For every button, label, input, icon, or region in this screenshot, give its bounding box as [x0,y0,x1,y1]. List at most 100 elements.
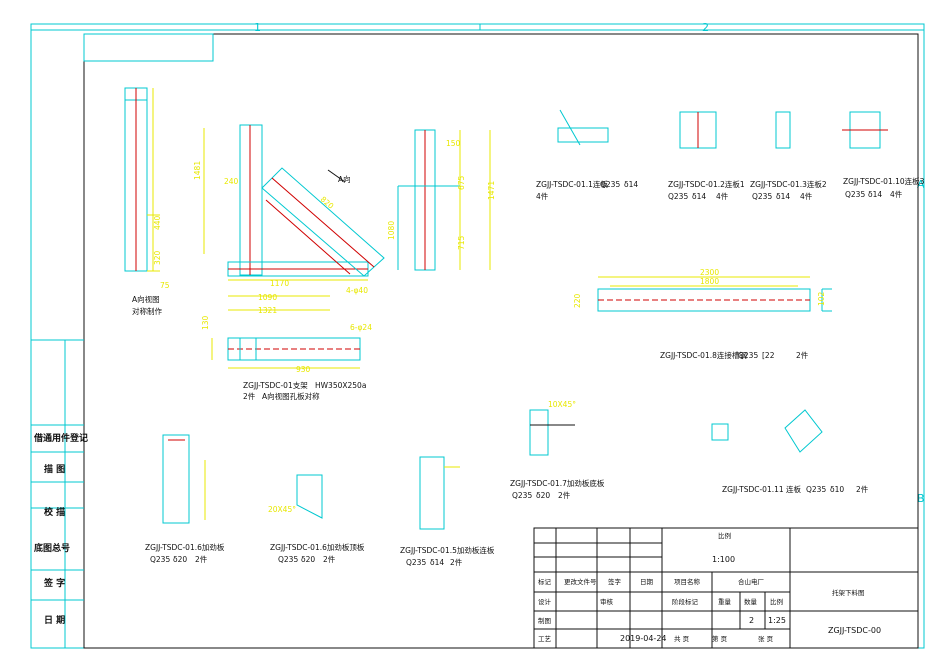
p8-mat: Q235 [738,351,758,360]
p9-mat: Q235 [512,491,532,500]
main-spec: HW350X250a [315,381,366,390]
main-note: A向视图孔板对称 [262,391,320,401]
dim-715: 715 [457,235,466,250]
p1-qty: 4件 [536,191,549,201]
main-label: ZGJJ-TSDC-01支架 [243,380,308,390]
p3-thk: δ14 [776,192,790,201]
tb-r2-7: 数量 [744,597,758,606]
tb-scale-label: 比例 [718,531,731,540]
p4-qty: 4件 [890,189,903,199]
p6-thk: δ20 [173,555,187,564]
p4-name: ZGJJ-TSDC-01.10连板3 [843,176,925,186]
tb-r1-1: 更改文件号 [564,577,597,586]
p7-mat: Q235 [278,555,298,564]
p7-name: ZGJJ-TSDC-01.6加劲板顶板 [270,542,365,552]
dim-1481: 1481 [193,161,202,180]
tb-r4-4: 2019-04-24 [620,634,667,643]
side-label-3: 底图总号 [34,542,70,554]
dim-102: 102 [817,291,826,306]
p6-name: ZGJJ-TSDC-01.6加劲板 [145,542,225,552]
inner-frame [83,33,919,649]
side-label-2: 校 描 [44,506,65,518]
p4-thk: δ14 [868,190,882,199]
view-plate-4: ZGJJ-TSDC-01.10连板3 Q235 δ14 4件 [842,111,925,199]
side-label-0: 借通用件登记 [33,432,88,444]
dim-20x45: 20X45° [268,505,296,514]
grid-row-b: B [917,492,925,505]
p6-qty: 2件 [195,554,208,564]
view-side-elevation: 1080 675 715 1471 150 [387,129,496,271]
tb-r4-6: 第 页 [712,634,728,643]
dim-1321: 1321 [258,306,277,315]
side-label-5: 日 期 [44,614,65,626]
tb-r4-7: 张 页 [758,634,774,643]
tb-r4-0: 工艺 [538,635,552,643]
p1-mat: Q235 [600,180,620,189]
p3-mat: Q235 [752,192,772,201]
tb-drawing-title: 托架下料图 [832,588,865,597]
view-plate-7: 20X45° ZGJJ-TSDC-01.6加劲板顶板 Q235 δ20 2件 [268,474,365,564]
title-block: 比例 1:100 标记 更改文件号 签字 日期 项目名称 合山电厂 设计 审核 … [533,527,919,649]
p1-thk: δ14 [624,180,638,189]
tb-r2-0: 设计 [538,597,552,606]
p4-mat: Q235 [845,190,865,199]
p5-qty: 2件 [450,557,463,567]
dim-10x45: 10X45° [548,400,576,409]
dim-930: 930 [296,365,311,374]
p11-mat: Q235 [806,485,826,494]
dim-675: 675 [457,175,466,190]
grid-col-1: 1 [254,21,261,34]
p7-thk: δ20 [301,555,315,564]
tb-r3-8: 1:25 [768,616,786,625]
tb-r1-0: 标记 [538,577,552,586]
p5-thk: δ14 [430,558,444,567]
dim-820: 820 [319,195,336,211]
p5-name: ZGJJ-TSDC-01.5加劲板连板 [400,545,495,555]
p6-mat: Q235 [150,555,170,564]
tb-r2-4: 阶段标记 [672,597,699,606]
p11-qty: 2件 [856,484,869,494]
side-label-4: 签 字 [43,577,65,589]
dim-130: 130 [201,315,210,330]
tb-r1-3: 日期 [640,578,654,586]
corner-box [83,33,214,62]
view-plate-9: 10X45° ZGJJ-TSDC-01.7加劲板底板 Q235 δ20 2件 [510,400,605,500]
grid-row-a: A [917,178,925,191]
p3-name: ZGJJ-TSDC-01.3连板2 [750,179,827,189]
side-label-1: 描 图 [44,463,65,475]
view-channel: 2300 1800 220 102 ZGJJ-TSDC-01.8连接槽钢 Q23… [573,268,832,360]
p1-name: ZGJJ-TSDC-01.1连板 [536,179,608,189]
tb-r2-6: 重量 [718,598,732,606]
side-panel: 借通用件登记 描 图 校 描 底图总号 签 字 日 期 [31,339,88,648]
p2-name: ZGJJ-TSDC-01.2连板1 [668,179,745,189]
p2-qty: 4件 [716,191,729,201]
dim-2300: 2300 [700,268,719,277]
p11-name: ZGJJ-TSDC-01.11 连板 [722,484,802,494]
p3-qty: 4件 [800,191,813,201]
tb-r1-5: 合山电厂 [738,577,765,586]
tb-r4-5: 共 页 [674,634,690,643]
tb-r2-8: 比例 [770,597,783,606]
view-plate-11: ZGJJ-TSDC-01.11 连板 Q235 δ10 2件 [711,409,869,494]
dim-240: 240 [224,177,239,186]
view-plate-2: ZGJJ-TSDC-01.2连板1 Q235 δ14 4件 [668,111,745,201]
tb-r2-2: 审核 [600,597,614,606]
note-a: A向视图 [132,294,160,304]
view-plate-6: ZGJJ-TSDC-01.6加劲板 Q235 δ20 2件 [145,434,225,564]
dim-4phi: 4-φ40 [346,286,368,295]
view-plate-1: ZGJJ-TSDC-01.1连板 Q235 δ14 4件 [536,109,638,201]
dim-1090: 1090 [258,293,277,302]
view-plate-5: ZGJJ-TSDC-01.5加劲板连板 Q235 δ14 2件 [400,456,495,567]
p5-mat: Q235 [406,558,426,567]
p8-name: ZGJJ-TSDC-01.8连接槽钢 [660,350,747,360]
p9-name: ZGJJ-TSDC-01.7加劲板底板 [510,478,605,488]
p8-qty: 2件 [796,350,809,360]
dim-75: 75 [160,281,170,290]
p2-thk: δ14 [692,192,706,201]
p8-thk: [22 [762,351,775,360]
tb-scale: 1:100 [712,555,735,564]
p2-mat: Q235 [668,192,688,201]
tb-r1-4: 项目名称 [674,577,701,586]
dim-1800: 1800 [700,277,719,286]
